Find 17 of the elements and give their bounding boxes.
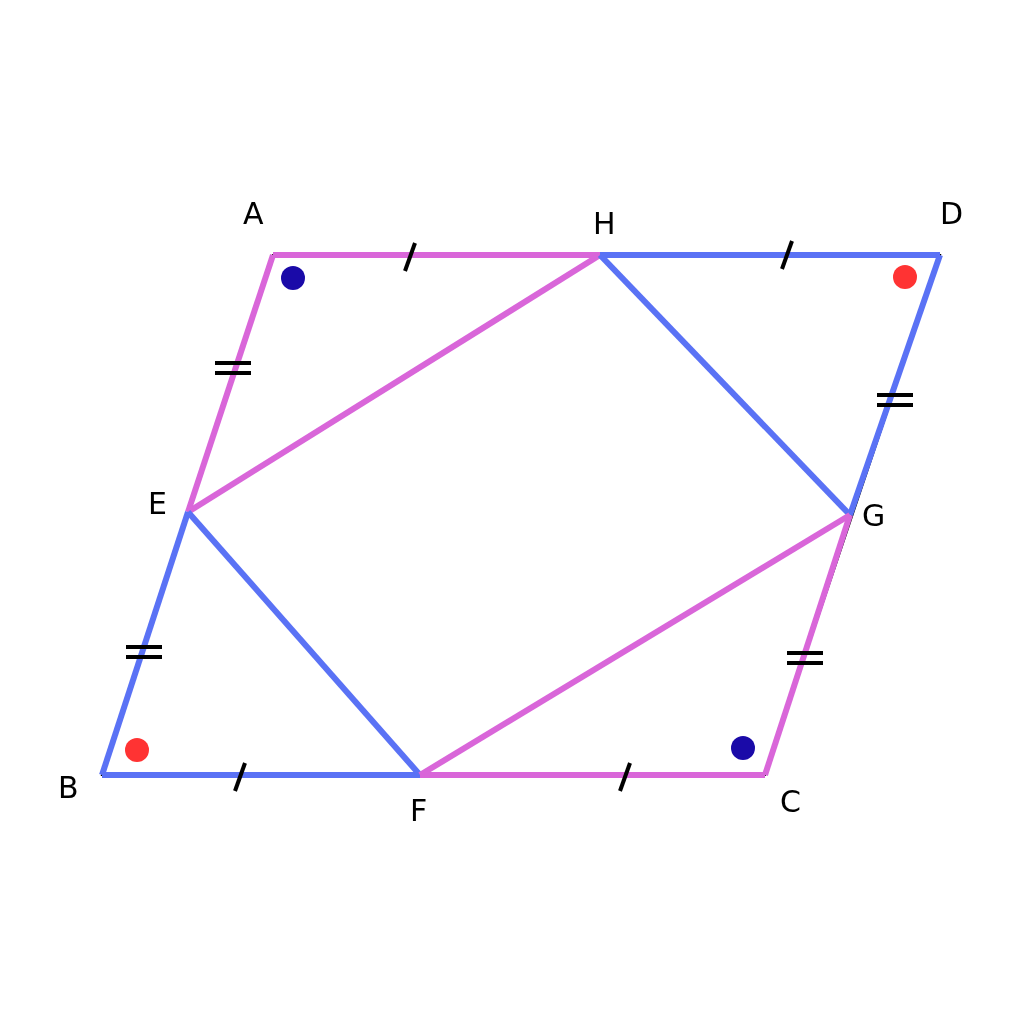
vertex-label: C — [780, 786, 801, 818]
line-segment — [847, 254, 943, 516]
line-segment — [273, 252, 600, 258]
vertex-label: D — [940, 198, 964, 230]
vertex-label: G — [862, 500, 886, 532]
vertex-label: A — [243, 198, 264, 230]
line-segment — [102, 772, 420, 778]
line-segment — [185, 254, 276, 513]
vertex-label: F — [410, 795, 428, 827]
line-segment — [420, 772, 765, 778]
vertex-label: H — [593, 208, 616, 240]
line-segment — [99, 511, 191, 776]
line-segment — [418, 512, 852, 778]
line-segment — [600, 252, 940, 258]
vertex-label: E — [148, 488, 167, 520]
vertex-label: B — [58, 772, 79, 804]
line-segment — [762, 514, 853, 776]
